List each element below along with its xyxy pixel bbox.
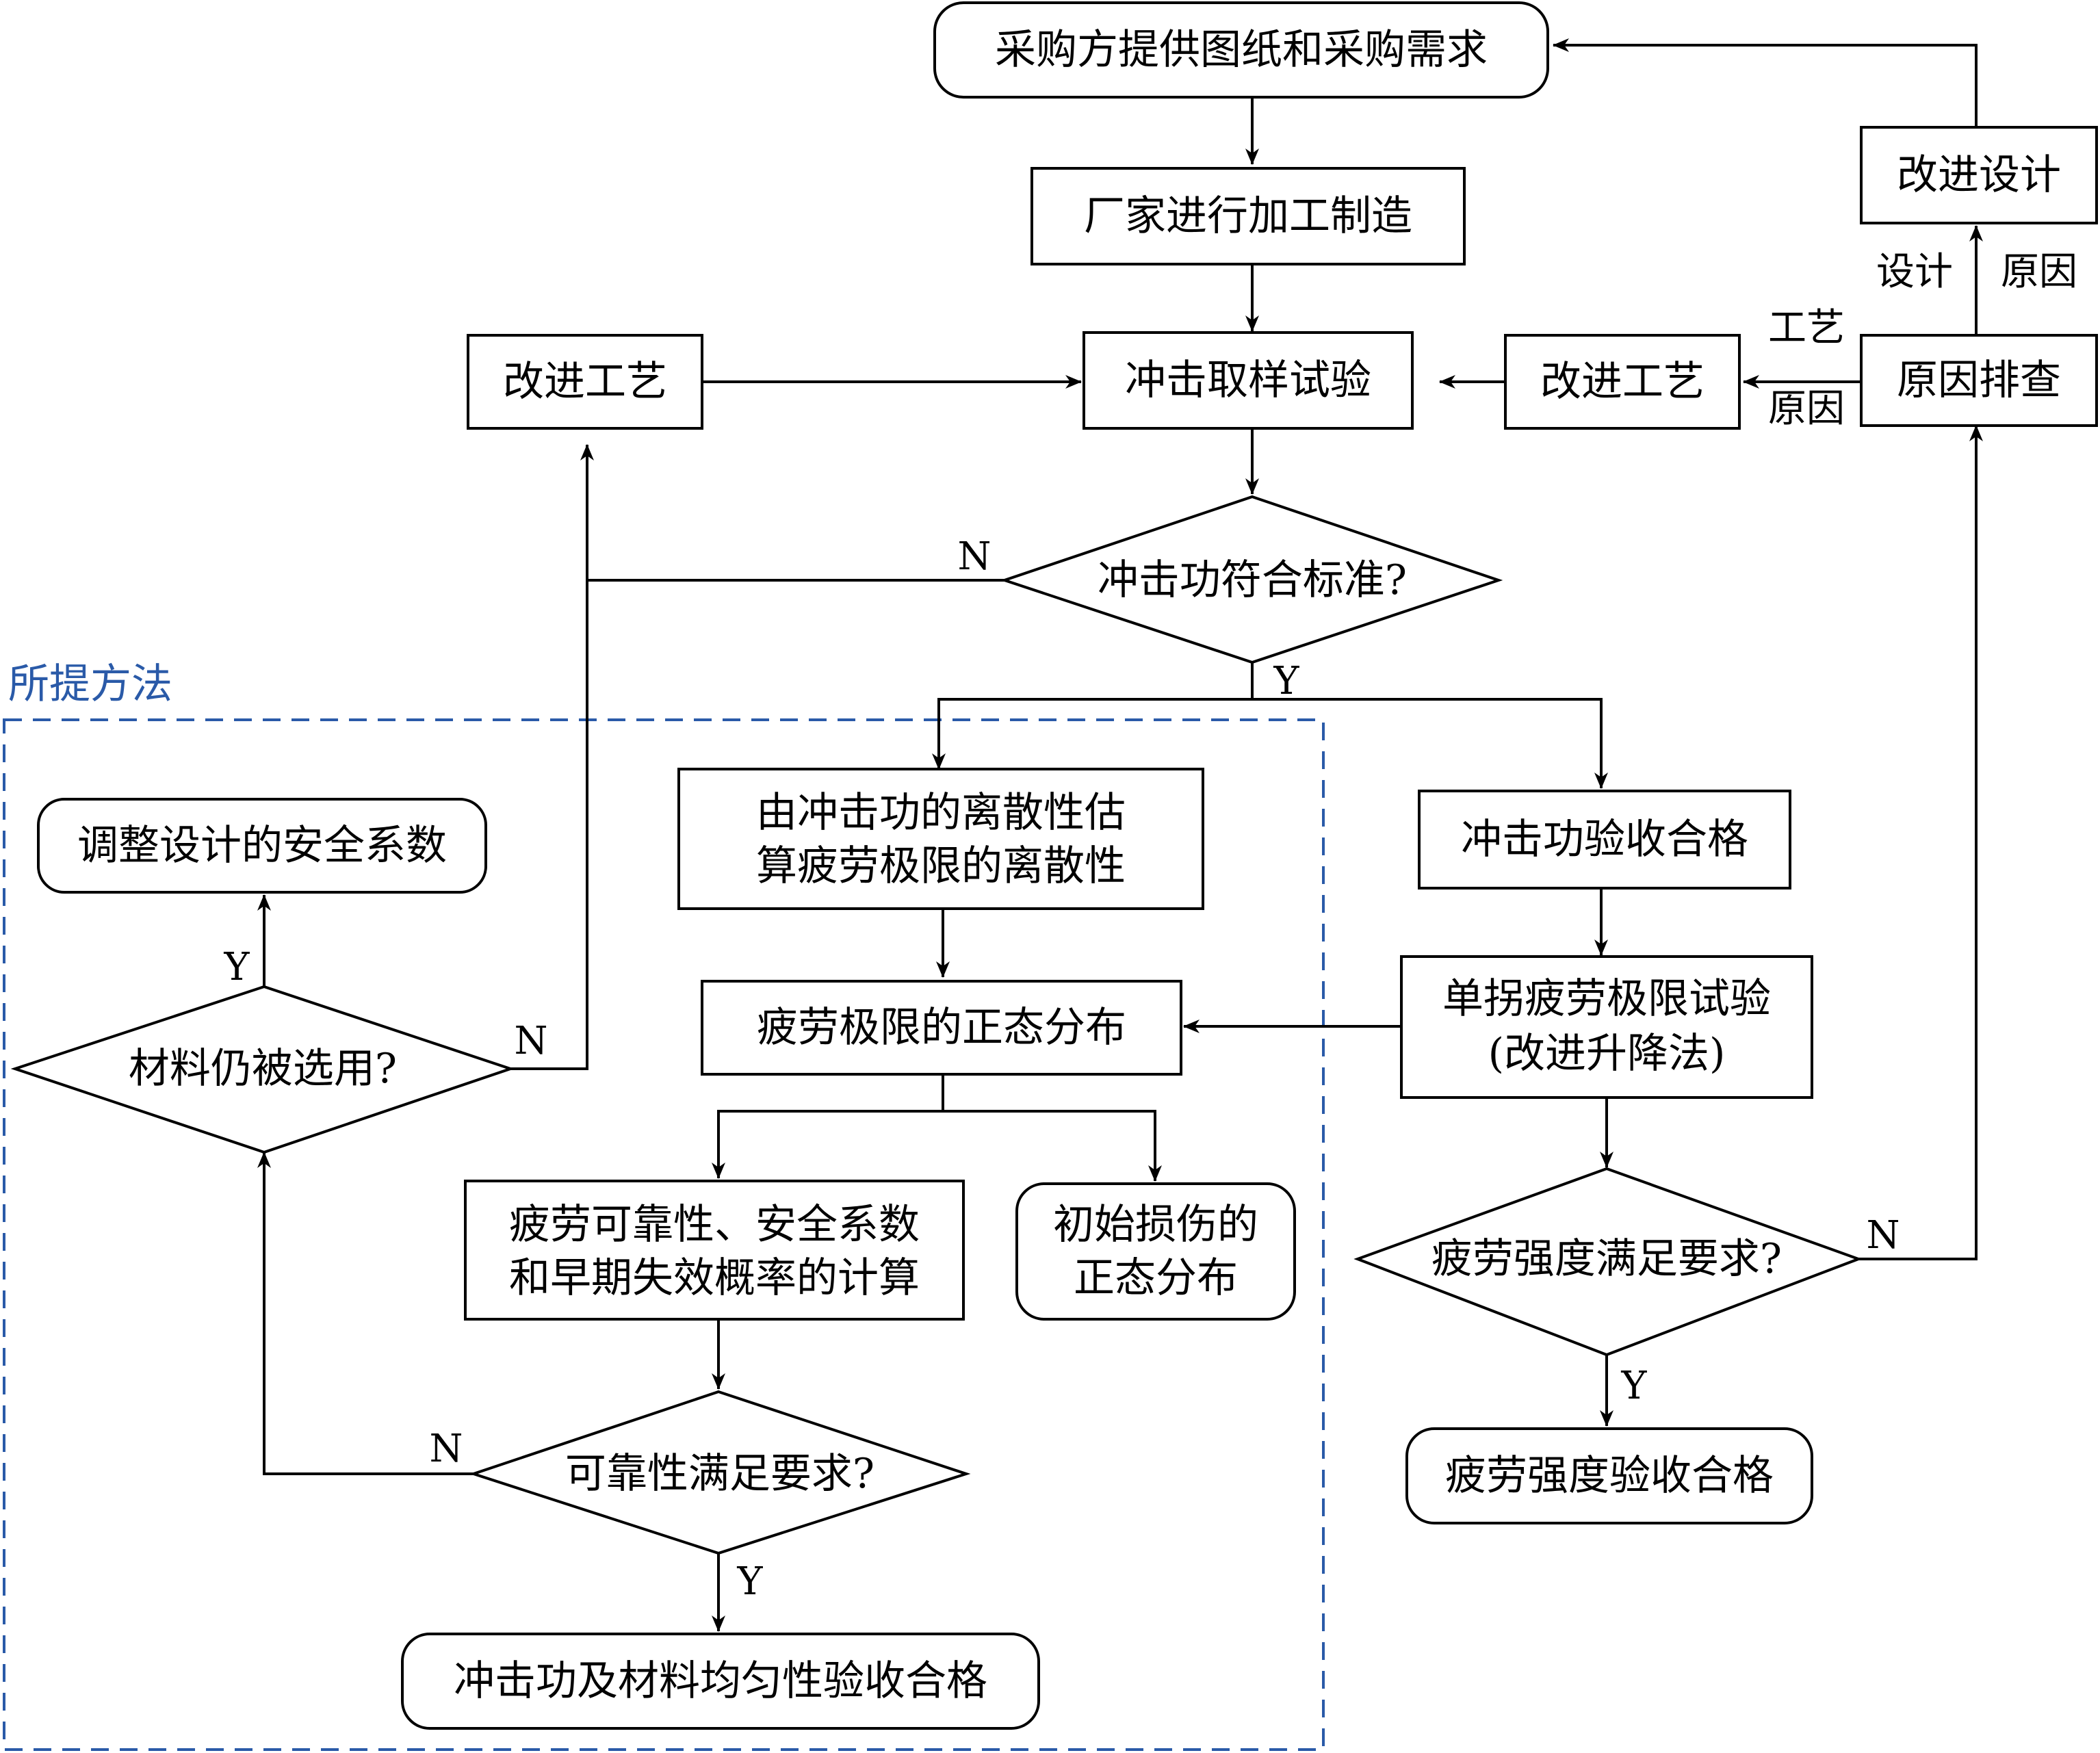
node-fatigue-accept: 疲劳强度验收合格 <box>1405 1427 1813 1524</box>
svg-text:原因: 原因 <box>2001 250 2077 294</box>
svg-text:N: N <box>1867 1213 1900 1258</box>
svg-text:可靠性满足要求?: 可靠性满足要求? <box>565 1450 874 1498</box>
node-impact-accept: 冲击功验收合格 <box>1418 790 1791 890</box>
svg-text:(改进升降法): (改进升降法) <box>1488 1030 1726 1078</box>
svg-text:Y: Y <box>1273 659 1300 703</box>
node-fatigue-normal: 疲劳极限的正态分布 <box>701 980 1182 1076</box>
node-improve-process-left: 改进工艺 <box>467 334 703 430</box>
proposed-method-region <box>3 718 1325 1751</box>
connectors <box>257 38 1983 1632</box>
node-improve-process-right: 改进工艺 <box>1504 334 1741 430</box>
node-purchaser-request: 采购方提供图纸和采购需求 <box>933 1 1549 99</box>
svg-text:正态分布: 正态分布 <box>1074 1254 1238 1302</box>
node-single-fatigue-test: 单拐疲劳极限试验 (改进升降法) <box>1400 955 1813 1099</box>
svg-text:设计: 设计 <box>1876 250 1953 294</box>
svg-text:N: N <box>515 1019 548 1063</box>
node-estimate-dispersion: 由冲击功的离散性估 算疲劳极限的离散性 <box>677 768 1204 910</box>
node-impact-test: 冲击取样试验 <box>1083 331 1414 430</box>
svg-text:材料仍被选用?: 材料仍被选用? <box>129 1045 397 1093</box>
svg-text:和早期失效概率的计算: 和早期失效概率的计算 <box>509 1254 920 1302</box>
svg-text:N: N <box>958 534 991 579</box>
svg-text:原因排查: 原因排查 <box>1897 356 2061 404</box>
svg-text:疲劳强度验收合格: 疲劳强度验收合格 <box>1445 1452 1774 1500</box>
svg-text:由冲击功的离散性估: 由冲击功的离散性估 <box>756 789 1126 837</box>
node-initial-damage: 初始损伤的 正态分布 <box>1015 1182 1296 1321</box>
svg-text:改进设计: 改进设计 <box>1897 151 2061 199</box>
svg-text:冲击功验收合格: 冲击功验收合格 <box>1461 816 1748 863</box>
svg-text:原因: 原因 <box>1768 387 1845 431</box>
svg-text:疲劳强度满足要求?: 疲劳强度满足要求? <box>1431 1235 1782 1283</box>
decision-fatigue-strength: 疲劳强度满足要求? <box>1353 1167 1863 1357</box>
node-final-accept: 冲击功及材料均匀性验收合格 <box>401 1633 1040 1730</box>
svg-text:Y: Y <box>737 1559 764 1604</box>
decision-material-selected: 材料仍被选用? <box>10 985 515 1154</box>
proposed-method-label: 所提方法 <box>8 660 172 708</box>
svg-text:Y: Y <box>224 945 250 989</box>
svg-text:厂家进行加工制造: 厂家进行加工制造 <box>1084 192 1412 240</box>
node-adjust-safety: 调整设计的安全系数 <box>37 798 487 894</box>
edge-labels: 工艺 原因 设计 原因 N Y Y N N Y N Y <box>224 250 2077 1604</box>
svg-text:冲击功及材料均匀性验收合格: 冲击功及材料均匀性验收合格 <box>454 1657 987 1705</box>
svg-text:单拐疲劳极限试验: 单拐疲劳极限试验 <box>1442 975 1771 1023</box>
svg-text:改进工艺: 改进工艺 <box>503 358 667 406</box>
svg-text:冲击取样试验: 冲击取样试验 <box>1125 356 1371 404</box>
node-reliability-calc: 疲劳可靠性、安全系数 和早期失效概率的计算 <box>464 1180 965 1321</box>
node-improve-design: 改进设计 <box>1860 126 2098 224</box>
svg-text:Y: Y <box>1621 1364 1648 1408</box>
node-manufacture: 厂家进行加工制造 <box>1030 167 1466 265</box>
svg-text:疲劳可靠性、安全系数: 疲劳可靠性、安全系数 <box>509 1201 920 1249</box>
svg-text:冲击功符合标准?: 冲击功符合标准? <box>1098 556 1407 604</box>
svg-text:算疲劳极限的离散性: 算疲劳极限的离散性 <box>756 842 1126 890</box>
svg-text:改进工艺: 改进工艺 <box>1540 358 1704 406</box>
svg-text:采购方提供图纸和采购需求: 采购方提供图纸和采购需求 <box>995 26 1488 74</box>
decision-impact-standard: 冲击功符合标准? <box>1000 495 1503 664</box>
svg-text:调整设计的安全系数: 调整设计的安全系数 <box>77 822 447 870</box>
node-cause-check: 原因排查 <box>1860 334 2098 427</box>
svg-text:疲劳极限的正态分布: 疲劳极限的正态分布 <box>757 1004 1126 1052</box>
svg-text:初始损伤的: 初始损伤的 <box>1053 1201 1258 1249</box>
decision-reliability: 可靠性满足要求? <box>469 1390 971 1555</box>
svg-text:N: N <box>430 1427 463 1471</box>
svg-text:工艺: 工艺 <box>1768 306 1845 350</box>
